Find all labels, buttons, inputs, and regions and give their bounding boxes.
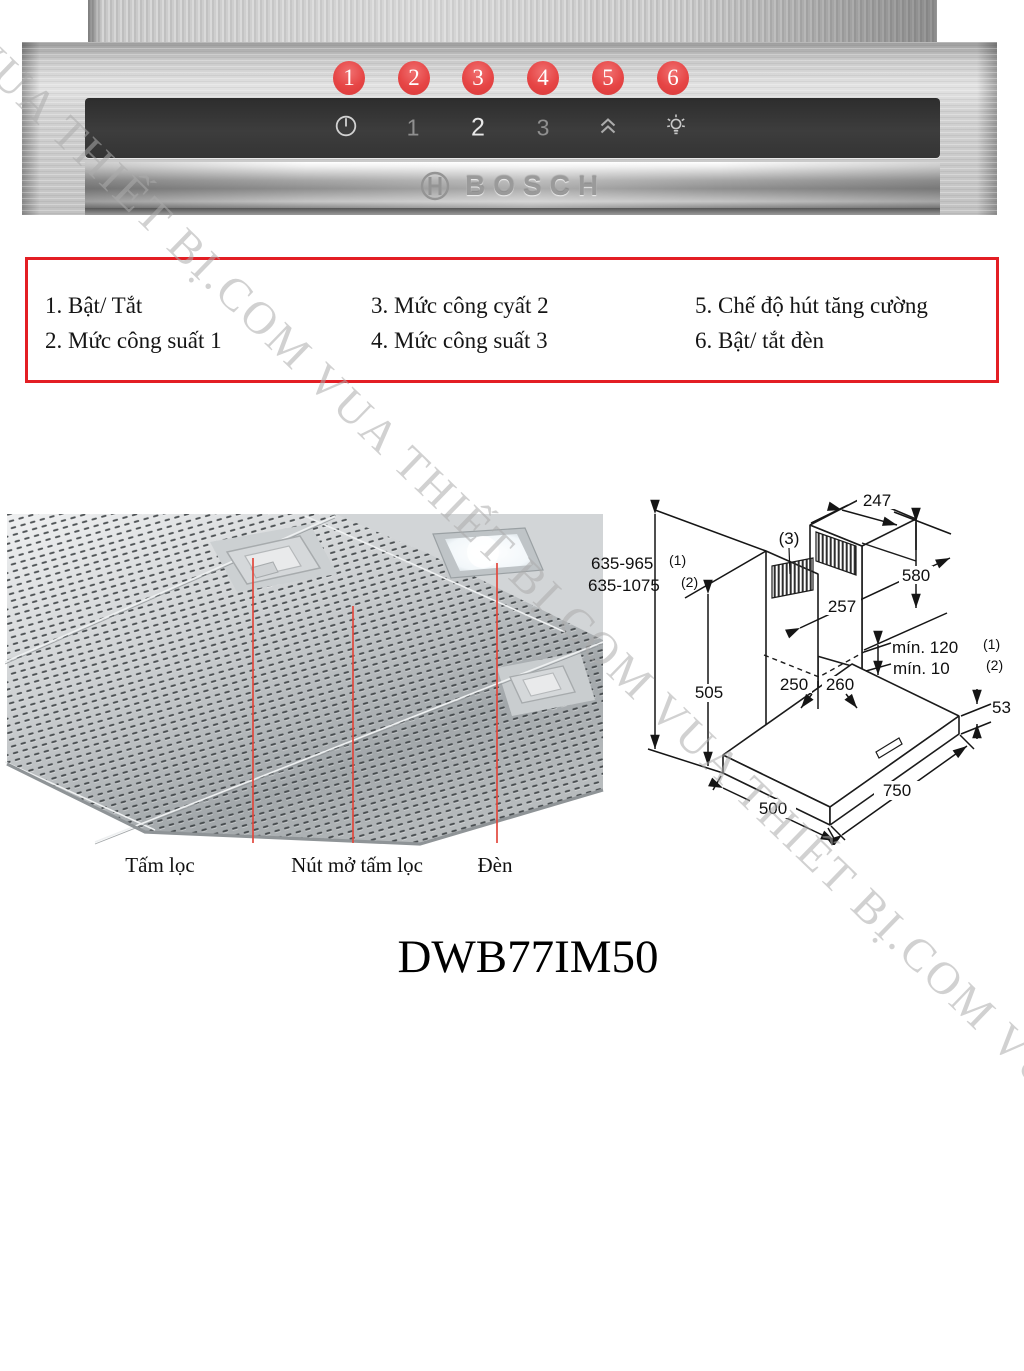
control-panel: 1 2 3 bbox=[85, 98, 940, 158]
legend-item: 2. Mức công suất 1 bbox=[45, 328, 222, 353]
power-button[interactable] bbox=[333, 113, 359, 143]
dim-250: 250 bbox=[780, 675, 808, 694]
photo-label-lamp: Đèn bbox=[477, 853, 513, 877]
dim-257: 257 bbox=[828, 597, 856, 616]
callout-badge-6: 6 bbox=[657, 61, 689, 95]
light-button[interactable] bbox=[661, 111, 691, 145]
dim-750: 750 bbox=[883, 781, 911, 800]
band-shadow bbox=[85, 208, 940, 215]
bosch-logo: BOSCH bbox=[419, 170, 606, 202]
callout-badge-3: 3 bbox=[462, 61, 494, 95]
dim-min-10-note: (2) bbox=[986, 657, 1003, 673]
dim-min-10: mín. 10 bbox=[893, 659, 950, 678]
dimension-labels: 247 (3) 635-965 (1) 635-1075 (2) 580 257… bbox=[588, 491, 1011, 818]
dashed-joint-line bbox=[763, 651, 865, 678]
panel-edge bbox=[6, 762, 604, 846]
legend-column-2: 3. Mức công суất 2 4. Mức công suất 3 bbox=[371, 288, 549, 358]
dim-min-120-note: (1) bbox=[983, 636, 1000, 652]
legend-column-3: 5. Chế độ hút tăng cường 6. Bật/ tắt đèn bbox=[695, 288, 928, 358]
legend-item: 5. Chế độ hút tăng cường bbox=[695, 293, 928, 318]
callout-badge-1: 1 bbox=[333, 61, 365, 95]
metal-band: BOSCH bbox=[85, 162, 940, 208]
leader-lines bbox=[252, 558, 498, 843]
perforated-mesh bbox=[7, 514, 603, 844]
speed-1-button[interactable]: 1 bbox=[406, 114, 420, 141]
label-backplates bbox=[691, 492, 933, 818]
dim-53: 53 bbox=[992, 698, 1011, 717]
double-chevron-up-icon bbox=[600, 118, 616, 134]
legend-item: 3. Mức công суất 2 bbox=[371, 293, 549, 318]
legend-item: 1. Bật/ Tắt bbox=[45, 293, 143, 318]
dim-635-1075: 635-1075 bbox=[588, 576, 660, 595]
smooth-steel-zone bbox=[335, 514, 603, 640]
filter-latch[interactable] bbox=[225, 535, 322, 585]
lamp-glow bbox=[467, 536, 499, 568]
legend-item: 6. Bật/ tắt đèn bbox=[695, 328, 825, 353]
underside-photo bbox=[5, 514, 604, 846]
dim-260: 260 bbox=[826, 675, 854, 694]
dimension-diagram: 247 (3) 635-965 (1) 635-1075 (2) 580 257… bbox=[588, 491, 1011, 845]
power-icon bbox=[335, 115, 357, 137]
legend-box: 1. Bật/ Tắt 2. Mức công suất 1 3. Mức cô… bbox=[25, 257, 999, 383]
speed-3-button[interactable]: 3 bbox=[536, 114, 550, 141]
dim-635-965-note: (1) bbox=[669, 552, 686, 568]
brand-text: BOSCH bbox=[464, 170, 607, 201]
speed-2-button[interactable]: 2 bbox=[471, 113, 485, 142]
dim-505: 505 bbox=[695, 683, 723, 702]
model-number: DWB77IM50 bbox=[397, 931, 659, 983]
bosch-armature-icon bbox=[420, 171, 450, 201]
callout-badge-4: 4 bbox=[527, 61, 559, 95]
duct-edge bbox=[861, 542, 917, 562]
dim-635-965: 635-965 bbox=[591, 554, 653, 573]
callout-badge-5: 5 bbox=[592, 61, 624, 95]
photo-label-latch: Nút mở tấm lọc bbox=[291, 853, 423, 877]
chimney-duct bbox=[88, 0, 937, 45]
legend-item: 4. Mức công suất 3 bbox=[371, 328, 548, 353]
dim-3: (3) bbox=[779, 529, 800, 548]
light-bulb-icon bbox=[667, 114, 685, 135]
dim-580: 580 bbox=[902, 566, 930, 585]
dim-635-1075-note: (2) bbox=[681, 574, 698, 590]
dim-min-120: mín. 120 bbox=[892, 638, 958, 657]
dim-500: 500 bbox=[759, 799, 787, 818]
callout-badge-2: 2 bbox=[398, 61, 430, 95]
boost-button[interactable] bbox=[595, 113, 621, 143]
dim-247: 247 bbox=[863, 491, 891, 510]
filter-latch[interactable] bbox=[508, 665, 577, 704]
photo-label-filter: Tấm lọc bbox=[125, 853, 195, 877]
legend-column-1: 1. Bật/ Tắt 2. Mức công suất 1 bbox=[45, 288, 222, 358]
